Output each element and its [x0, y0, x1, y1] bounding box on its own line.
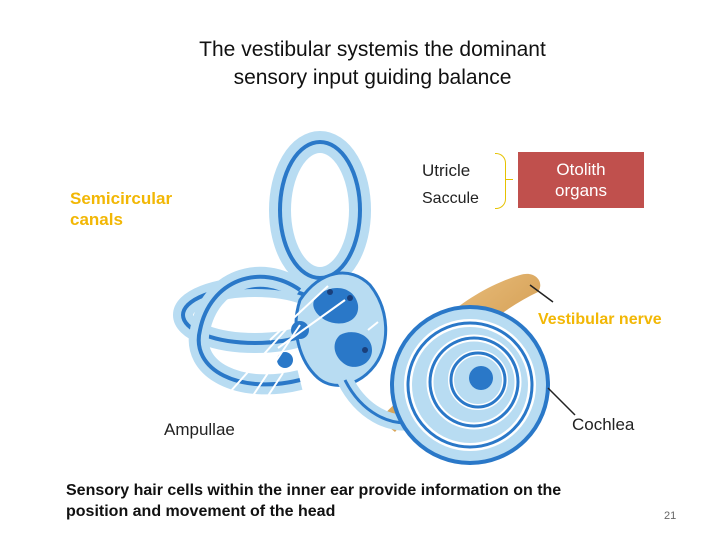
- cochlea-shape: [390, 305, 550, 465]
- slide-title: The vestibular systemis the dominant sen…: [0, 36, 720, 92]
- ampulla-2: [277, 352, 293, 368]
- semicircular-canals-line-1: Semicircular: [70, 189, 173, 208]
- utricle-label: Utricle: [422, 161, 471, 180]
- otolith-line-2: organs: [555, 181, 607, 200]
- slide-footer-text: Sensory hair cells within the inner ear …: [66, 480, 666, 522]
- ampullae-label: Ampullae: [164, 420, 235, 439]
- page-number: 21: [664, 510, 677, 522]
- otolith-bracket: [495, 153, 513, 209]
- otolith-line-1: Otolith: [556, 160, 606, 179]
- footer-line-1: Sensory hair cells within the inner ear …: [66, 482, 562, 499]
- otolith-organs-box: Otolith organs: [518, 152, 644, 208]
- semicircular-canals-label: Semicircular canals: [70, 188, 172, 230]
- title-line-1: The vestibular systemis the dominant: [199, 38, 546, 61]
- saccule-label: Saccule: [422, 190, 479, 207]
- cochlea-label: Cochlea: [572, 415, 635, 434]
- semicircular-canals-line-2: canals: [70, 210, 123, 229]
- footer-line-2: position and movement of the head: [66, 503, 336, 520]
- title-line-2: sensory input guiding balance: [233, 66, 512, 89]
- saccule-shape: [334, 332, 372, 367]
- vestibular-nerve-label: Vestibular nerve: [538, 311, 662, 328]
